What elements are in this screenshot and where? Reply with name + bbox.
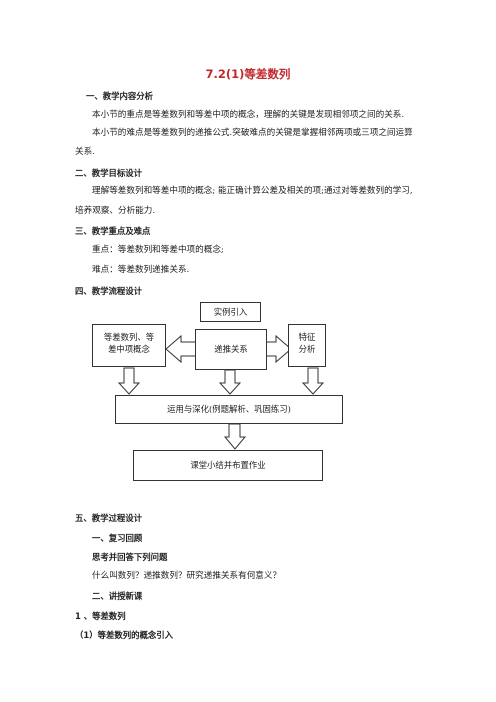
paragraph: 本小节的难点是等差数列的递推公式.突破难点的关键是掌握相邻两项或三项之间运算 xyxy=(92,128,413,138)
flow-label: 差中项概念 xyxy=(108,344,150,354)
paragraph: 本小节的重点是等差数列和等差中项的概念，理解的关键是发现相邻项之间的关系. xyxy=(92,110,405,120)
flow-label: 等差数列、等 xyxy=(103,332,155,342)
subheading-questions: 思考并回答下列问题 xyxy=(92,552,168,562)
flow-label: 特征 xyxy=(298,332,316,342)
flow-box-example: 实例引入 xyxy=(200,302,261,322)
page-title: 7.2(1)等差数列 xyxy=(205,67,291,81)
flow-label: 实例引入 xyxy=(213,307,248,317)
down-arrow-shape xyxy=(301,367,325,395)
flow-box-concept: 等差数列、等 差中项概念 xyxy=(92,324,166,367)
paragraph: 培养观察、分析能力. xyxy=(75,206,156,216)
subheading-concept-intro: （1）等差数列的概念引入 xyxy=(75,630,173,640)
section-heading-teaching-goals: 二、教学目标设计 xyxy=(75,168,142,178)
paragraph: 理解等差数列和等差中项的概念; 能正确计算公差及相关的项;通过对等差数列的学习, xyxy=(92,186,413,196)
flow-box-summary: 课堂小结并布置作业 xyxy=(133,450,323,481)
section-heading-key-points: 三、教学重点及难点 xyxy=(75,226,151,236)
down-arrow-shape xyxy=(117,367,141,395)
down-arrow-shape xyxy=(223,423,247,450)
paragraph: 重点：等差数列和等差中项的概念; xyxy=(92,245,224,255)
subheading-arithmetic-sequence: 1 、等差数列 xyxy=(75,611,126,621)
paragraph: 什么叫数列？递推数列？研究递推关系有何意义？ xyxy=(92,571,282,581)
section-heading-content-analysis: 一、教学内容分析 xyxy=(86,91,153,101)
flow-label: 分析 xyxy=(298,344,316,354)
paragraph: 关系. xyxy=(75,147,95,157)
flow-box-recursive: 递推关系 xyxy=(195,329,267,370)
down-arrow-shape xyxy=(218,369,242,395)
flow-label: 课堂小结并布置作业 xyxy=(190,460,266,470)
flow-box-feature: 特征 分析 xyxy=(288,324,326,367)
flow-label: 运用与深化(例题解析、巩固练习) xyxy=(167,404,291,414)
subheading-review: 一、复习回顾 xyxy=(92,533,143,543)
flow-label: 递推关系 xyxy=(214,344,248,354)
subheading-new-lesson: 二、讲授新课 xyxy=(92,591,143,601)
section-heading-process-design: 五、教学过程设计 xyxy=(75,513,142,523)
section-heading-flow-design: 四、教学流程设计 xyxy=(75,286,142,296)
paragraph: 难点：等差数列递推关系. xyxy=(92,265,190,275)
flow-box-apply: 运用与深化(例题解析、巩固练习) xyxy=(115,395,343,424)
